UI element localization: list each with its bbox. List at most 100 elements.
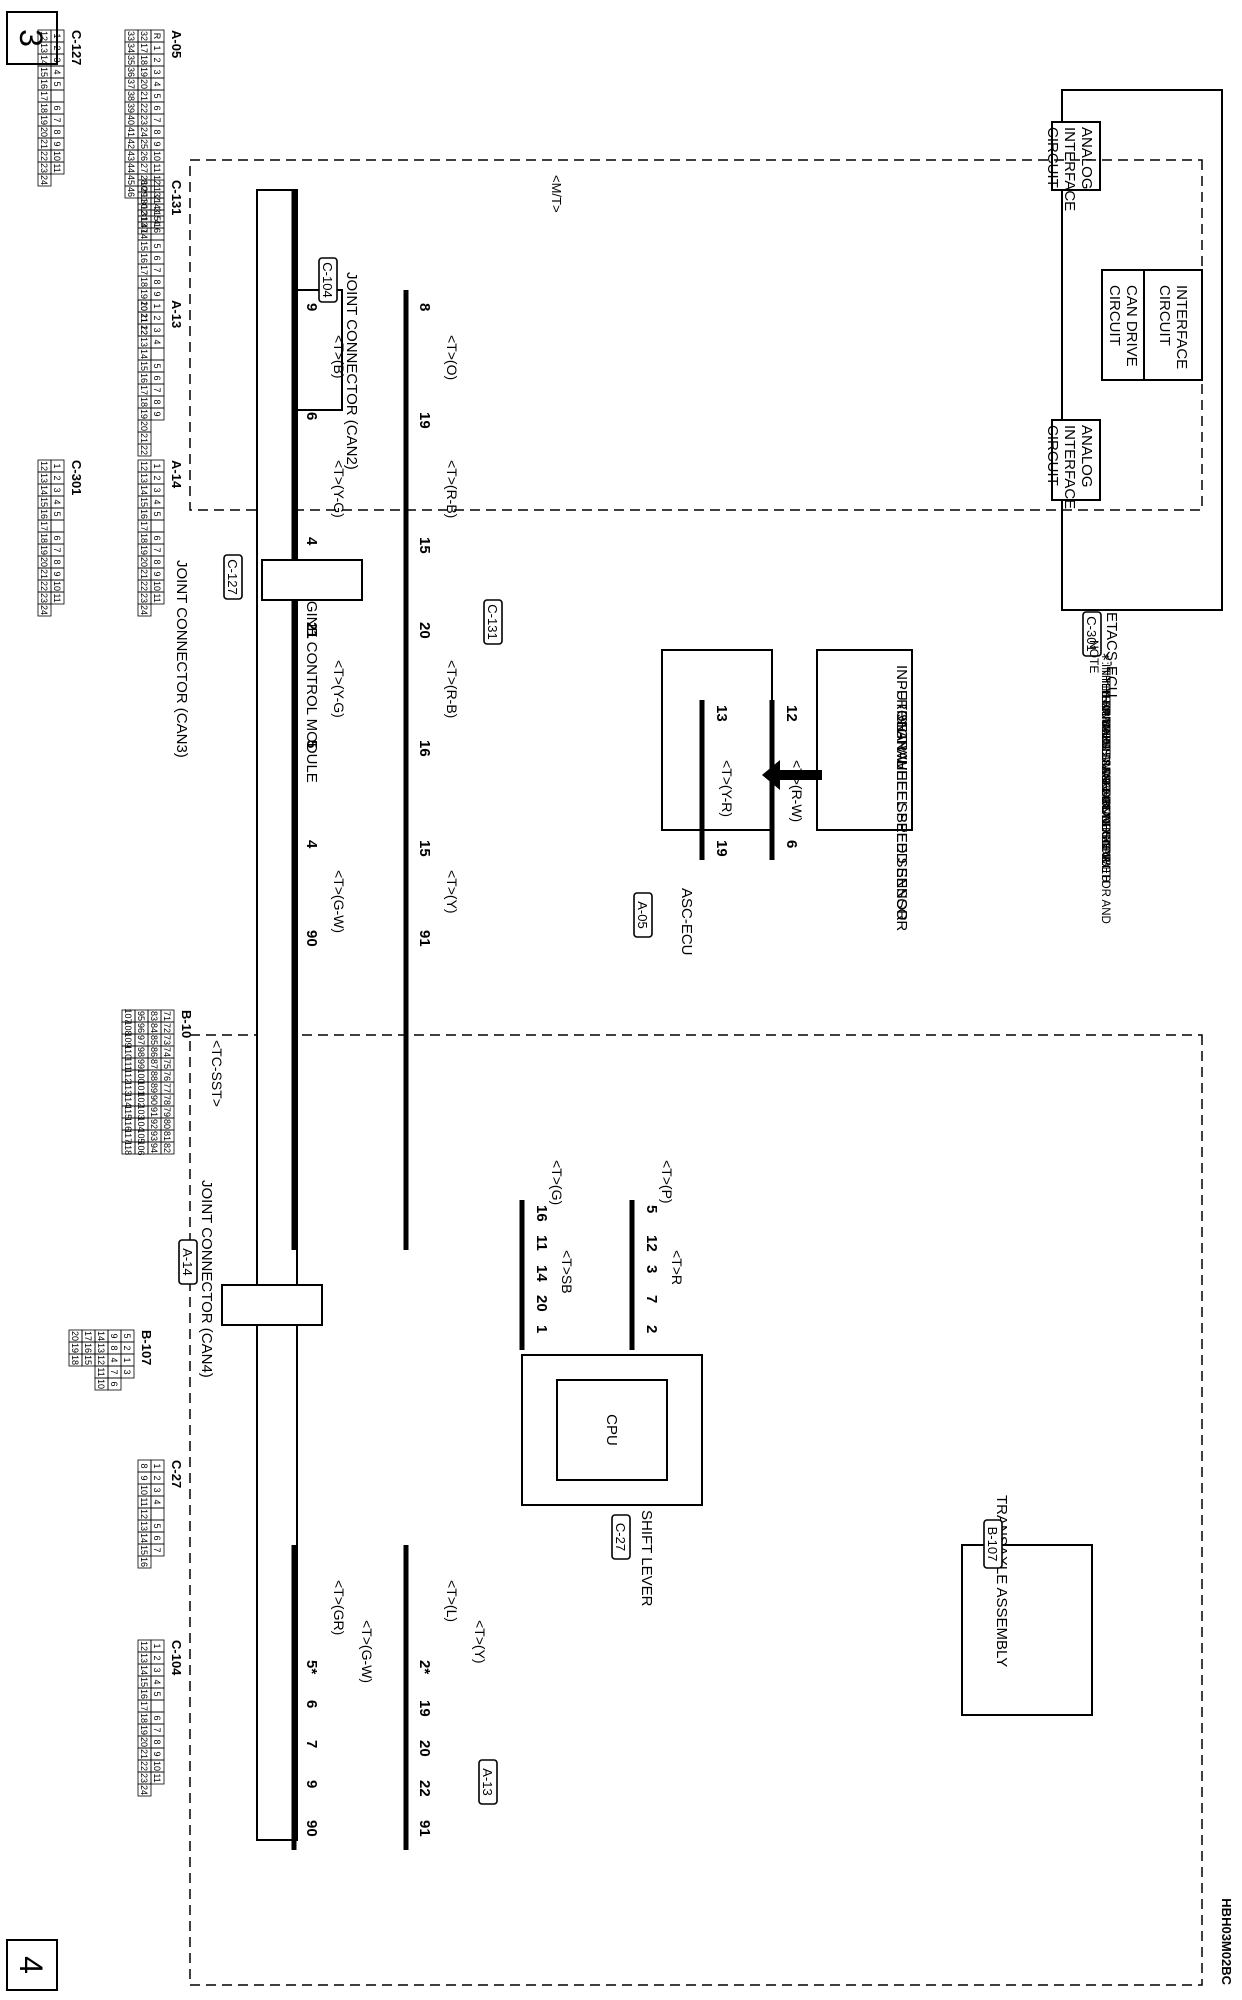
connector-table-label: B-107 [139,1330,154,1365]
asc-ecu-code: A-05 [633,892,653,938]
connector-cell-number: 74 [162,1047,172,1057]
connector-cell-number: 72 [162,1023,172,1033]
wire-label-sb: <T>SB [559,1250,575,1294]
connector-table-label: C-301 [69,460,84,495]
connector-cell-number: 9 [152,571,162,576]
connector-cell-number: 16 [139,1557,149,1567]
connector-cell-number: 4 [152,1679,162,1684]
connector-cell-number: 25 [139,139,149,149]
connector-cell-number: 19 [39,545,49,555]
connector-cell-number: 95 [136,1011,146,1021]
connector-cell-number: 5 [122,1333,132,1338]
pin-ecm2-h: 90 [303,1820,320,1837]
connector-cell-number: 2 [152,195,162,200]
connector-cell-number: 80 [162,1119,172,1129]
connector-cell-number: 76 [162,1071,172,1081]
wire-label-gw-1: <T>(G-W) [331,870,347,933]
connector-cell-number: 14 [39,55,49,65]
connector-cell-number: 7 [109,1369,119,1374]
connector-cell-number: 3 [122,1369,132,1374]
connector-cell-number: 1 [52,33,62,38]
connector-cell-number: 19 [39,115,49,125]
connector-cell-number: 3 [152,1667,162,1672]
connector-cell-number: 22 [139,1761,149,1771]
pin-can4-mid-7: 7 [303,1740,320,1748]
connector-cell-number: 118 [123,1141,133,1155]
jc-can2-code-text: C-104 [320,262,335,297]
c131-code: C-131 [483,599,503,645]
connector-cell-number: 5 [152,363,162,368]
connector-cell-number: 20 [139,301,149,311]
connector-cell-number: 6 [109,1381,119,1386]
connector-cell-number: 11 [152,593,162,602]
connector-cell-number: 114 [123,1093,133,1107]
connector-cell-number: 12 [96,1355,106,1365]
connector-cell-number: 16 [39,79,49,89]
pin-can2-top-l: 19 [416,412,433,429]
mt-label: <M/T> [549,175,564,213]
wire-label-rw: <T>(R-W) [789,760,805,822]
connector-cell-number: 84 [149,1023,159,1033]
connector-cell-number: 27 [139,163,149,173]
connector-cell-number: 15 [139,1545,149,1555]
analog-bottom-text-line-2: INTERFACE [1061,425,1078,509]
connector-cell-number: 21 [139,91,149,101]
connector-cell-number: 22 [139,325,149,335]
connector-cell-number: 81 [162,1131,172,1141]
connector-cell-number: 99 [136,1059,146,1069]
connector-cell-number: 93 [149,1131,159,1141]
transaxle-assembly: TRANSAXLE ASSEMBLY B-107 [961,1495,1093,1716]
connector-table-label: C-131 [169,180,184,215]
connector-cell-number: 17 [139,385,149,395]
etacs-ecu-code: C-301 [1082,611,1102,657]
connector-cell-number: 12 [139,325,149,335]
connector-cell-number: 1 [152,463,162,468]
connector-cell-number: 11 [139,1497,149,1506]
connector-cell-number: 18 [70,1355,80,1365]
connector-cell-number: 1 [152,1643,162,1648]
connector-cell-number: 11 [52,593,62,602]
wire-label-b: <T>(B) [331,335,347,379]
connector-cell-number: 13 [139,1653,149,1663]
note-line-3: THE NUMBERS MAKED ON THE [1099,676,1111,851]
c131-code-text: C-131 [485,604,500,639]
connector-cell-number: 3 [152,69,162,74]
connector-cell-number: 71 [162,1011,172,1021]
asc-ecu-code-text: A-05 [635,901,650,928]
connector-cell-number: 111 [123,1057,133,1071]
connector-cell-number: 23 [139,1773,149,1783]
wire-label-yr: <T>(Y-R) [719,760,735,817]
input-signal-item-1: ·FRONT WHEEL SPEED SENSOR [893,685,910,921]
connector-cell-number: 78 [162,1095,172,1105]
a13-code-text: A-13 [480,1768,495,1795]
connector-cell-number: 7 [52,547,62,552]
connector-cell-number: 17 [139,521,149,531]
connector-cell-number: 104 [136,1116,146,1131]
connector-cell-number: 8 [52,559,62,564]
pin-ecm1-l: 91 [416,930,433,947]
connector-cell-number: 34 [126,43,136,53]
wire-label-o: <T>(O) [444,335,460,380]
connector-cell-number: 79 [162,1107,172,1117]
connector-cell-number: 105 [136,1128,146,1143]
interface-text-line-1: INTERFACE [1173,285,1190,369]
connector-cell-number: 8 [152,399,162,404]
etacs-ecu-code-text: C-301 [1084,616,1099,651]
connector-cell-number: 6 [152,1535,162,1540]
connector-cell-number: 2 [122,1345,132,1350]
connector-cell-number: 2 [52,45,62,50]
connector-cell-number: 103 [136,1104,146,1119]
connector-cell-number: 37 [126,79,136,89]
jc-can4-code-text: A-14 [180,1248,195,1275]
connector-cell [150,1699,165,1713]
connector-cell-number: 20 [139,421,149,431]
pin-ecm2-l: 91 [416,1820,433,1837]
asc-ecu-name: ASC-ECU [678,888,695,956]
connector-table-label: B-10 [179,1010,194,1038]
connector-cell-number: 108 [123,1020,133,1035]
transaxle-code-text: B-107 [985,1527,1000,1562]
wire-label-gr: <T>(GR) [331,1580,347,1635]
connector-cell-number: 22 [39,151,49,161]
connector-cell-number: 4 [52,499,62,504]
analog-interface-bottom [1051,419,1101,501]
